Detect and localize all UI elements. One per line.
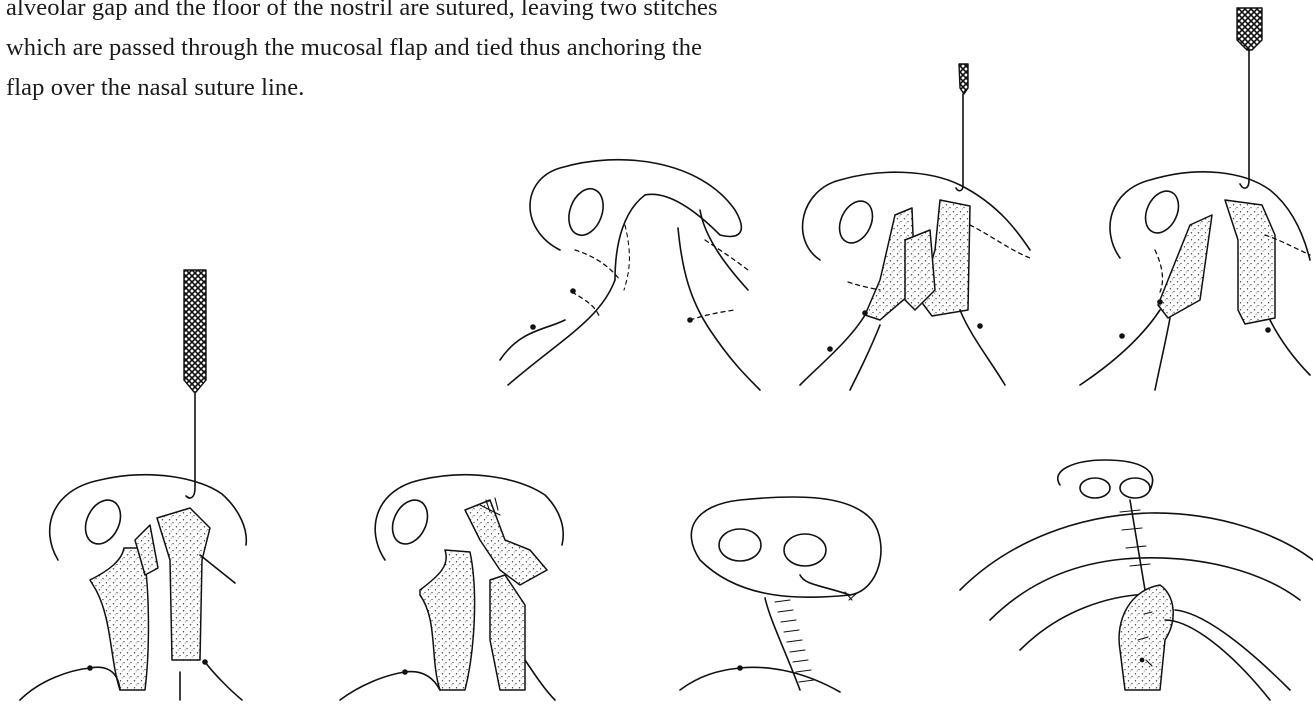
figure-columella-flap: [1080, 8, 1310, 390]
figure-final-closure: [960, 460, 1313, 700]
figure-sutured-lip: [680, 497, 881, 692]
figure-hook-retraction: [20, 270, 246, 700]
figure-flap-transposed: [340, 475, 563, 700]
figure-incision-markings: [500, 160, 760, 390]
figure-flaps-raised: [800, 64, 1030, 390]
